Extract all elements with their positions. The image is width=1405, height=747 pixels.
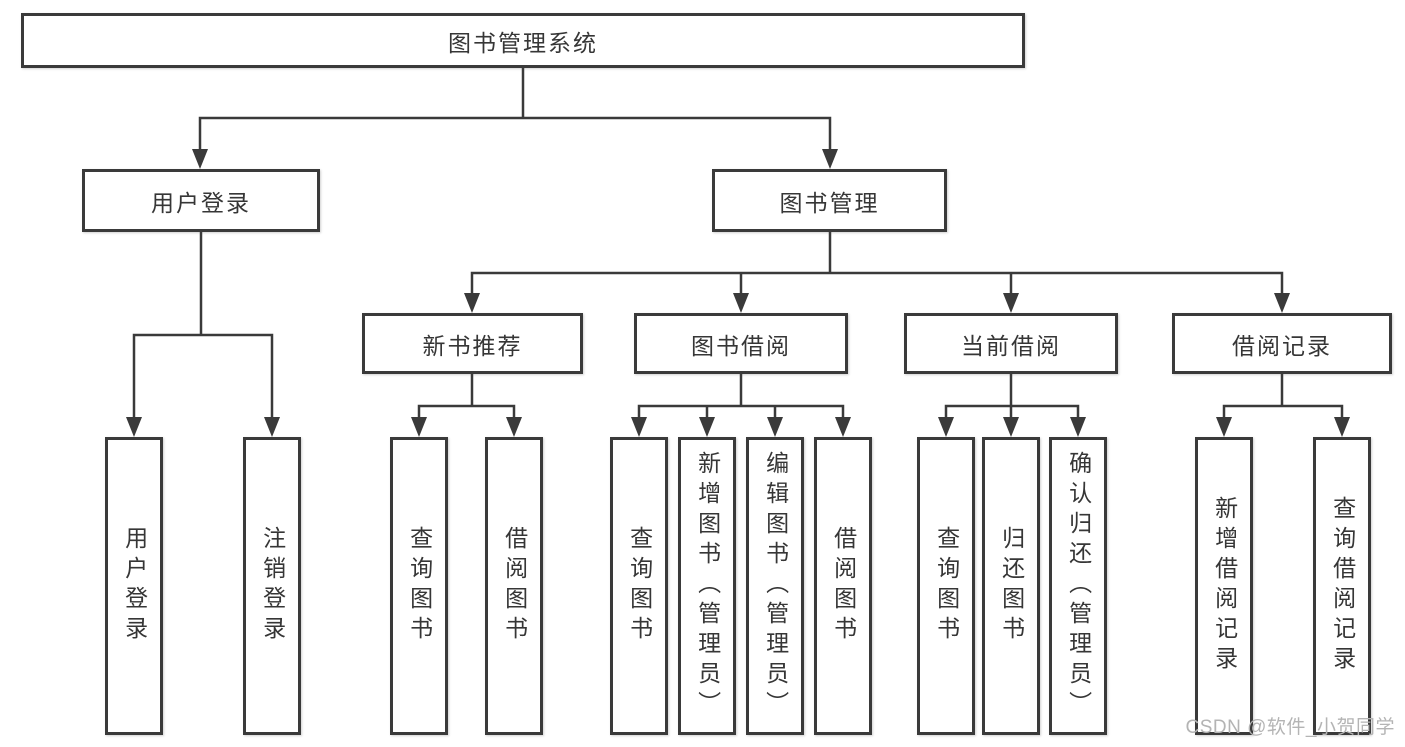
node-book-management-label: 图书管理	[779, 189, 880, 216]
leaf-query-borrow-record: 查询借阅记录	[1313, 437, 1371, 735]
leaf-add-book-admin: 新增图书（管理员）	[678, 437, 736, 735]
leaf-add-borrow-record: 新增借阅记录	[1195, 437, 1253, 735]
node-new-book-recommend-label: 新书推荐	[422, 332, 523, 359]
node-current-borrowing: 当前借阅	[904, 313, 1118, 374]
leaf-logout-label: 注销登录	[259, 526, 286, 646]
leaf-confirm-return-admin-label: 确认归还（管理员）	[1065, 451, 1092, 721]
leaf-logout: 注销登录	[243, 437, 301, 735]
leaf-query-borrow-record-label: 查询借阅记录	[1329, 496, 1356, 676]
leaf-borrow-books-recommend-label: 借阅图书	[501, 526, 528, 646]
leaf-query-books-borrowing-label: 查询图书	[626, 526, 653, 646]
leaf-confirm-return-admin: 确认归还（管理员）	[1049, 437, 1107, 735]
node-borrowing-records: 借阅记录	[1172, 313, 1392, 374]
leaf-user-login: 用户登录	[105, 437, 163, 735]
leaf-borrow-books-borrowing-label: 借阅图书	[830, 526, 857, 646]
leaf-user-login-label: 用户登录	[121, 526, 148, 646]
node-borrowing-records-label: 借阅记录	[1232, 332, 1332, 359]
leaf-query-books-recommend: 查询图书	[390, 437, 448, 735]
node-new-book-recommend: 新书推荐	[362, 313, 583, 374]
leaf-borrow-books-recommend: 借阅图书	[485, 437, 543, 735]
node-book-borrowing: 图书借阅	[634, 313, 848, 374]
watermark: CSDN @软件_小贺同学	[1185, 717, 1395, 738]
node-book-management: 图书管理	[712, 169, 947, 232]
node-root: 图书管理系统	[21, 13, 1025, 68]
node-book-borrowing-label: 图书借阅	[691, 332, 791, 359]
leaf-return-books: 归还图书	[982, 437, 1040, 735]
leaf-add-book-admin-label: 新增图书（管理员）	[694, 451, 721, 721]
leaf-edit-book-admin-label: 编辑图书（管理员）	[762, 451, 789, 721]
leaf-query-books-recommend-label: 查询图书	[406, 526, 433, 646]
leaf-borrow-books-borrowing: 借阅图书	[814, 437, 872, 735]
node-user-login-label: 用户登录	[151, 189, 251, 216]
leaf-query-books-current-label: 查询图书	[933, 526, 960, 646]
leaf-return-books-label: 归还图书	[998, 526, 1025, 646]
leaf-query-books-borrowing: 查询图书	[610, 437, 668, 735]
leaf-query-books-current: 查询图书	[917, 437, 975, 735]
node-root-label: 图书管理系统	[448, 29, 598, 56]
node-current-borrowing-label: 当前借阅	[961, 332, 1061, 359]
node-user-login: 用户登录	[82, 169, 320, 232]
leaf-add-borrow-record-label: 新增借阅记录	[1211, 496, 1238, 676]
leaf-edit-book-admin: 编辑图书（管理员）	[746, 437, 804, 735]
